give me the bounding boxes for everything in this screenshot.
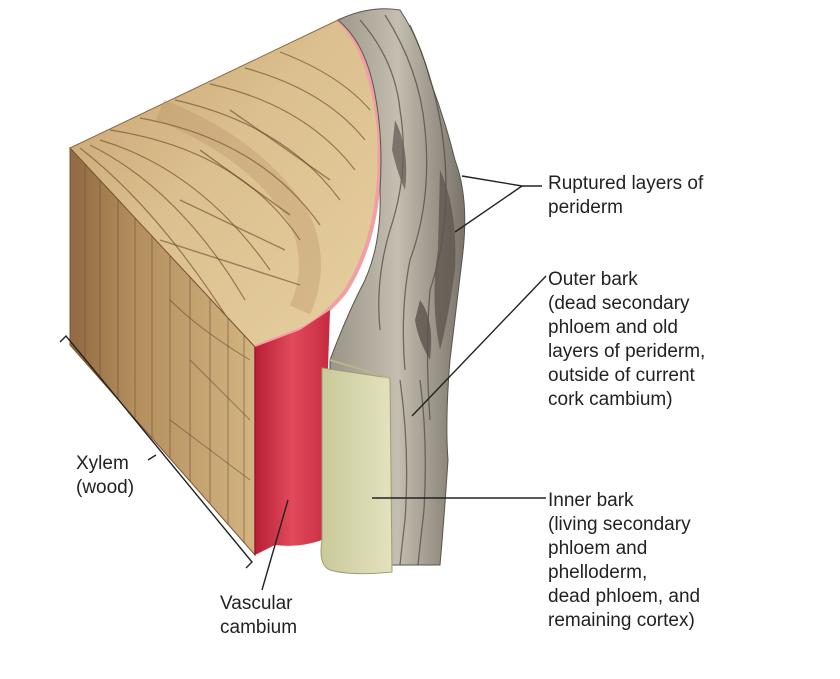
label-vascular-cambium: Vascular cambium xyxy=(220,592,297,640)
label-line: (wood) xyxy=(76,477,135,498)
xylem-bracket xyxy=(59,334,253,569)
xylem-leader xyxy=(147,454,157,461)
label-line: Inner bark xyxy=(548,490,634,511)
label-line: phloem and old xyxy=(548,317,678,338)
label-inner-bark: Inner bark (living secondary phloem and … xyxy=(548,489,700,633)
label-line: (dead secondary xyxy=(548,293,690,314)
vascular-cambium-leader xyxy=(261,499,289,591)
label-line: outside of current xyxy=(548,365,695,386)
label-line: phloem and xyxy=(548,538,648,559)
leader-lines xyxy=(59,175,547,591)
label-ruptured-periderm: Ruptured layers of periderm xyxy=(548,172,703,220)
label-line: Xylem xyxy=(76,453,129,474)
inner-bark xyxy=(320,359,393,575)
label-line: periderm xyxy=(548,197,623,218)
xylem-side-face xyxy=(69,146,256,557)
label-xylem: Xylem (wood) xyxy=(76,452,134,500)
label-line: remaining cortex) xyxy=(548,610,695,631)
label-line: dead phloem, and xyxy=(548,586,701,607)
ruptured-leader xyxy=(461,175,542,187)
label-line: Vascular xyxy=(220,593,293,614)
xylem-top-surface xyxy=(69,18,382,349)
vascular-cambium-strip xyxy=(254,310,330,555)
label-line: cambium xyxy=(220,617,298,638)
label-outer-bark: Outer bark (dead secondary phloem and ol… xyxy=(548,268,705,412)
ruptured-leader-2 xyxy=(454,185,523,233)
label-line: phelloderm, xyxy=(548,562,648,583)
label-line: (living secondary xyxy=(548,514,691,535)
label-line: Outer bark xyxy=(548,269,638,290)
outer-bark-leader xyxy=(411,275,547,417)
label-line: layers of periderm, xyxy=(548,341,706,362)
label-line: Ruptured layers of xyxy=(548,173,704,194)
label-line: cork cambium) xyxy=(548,389,673,410)
